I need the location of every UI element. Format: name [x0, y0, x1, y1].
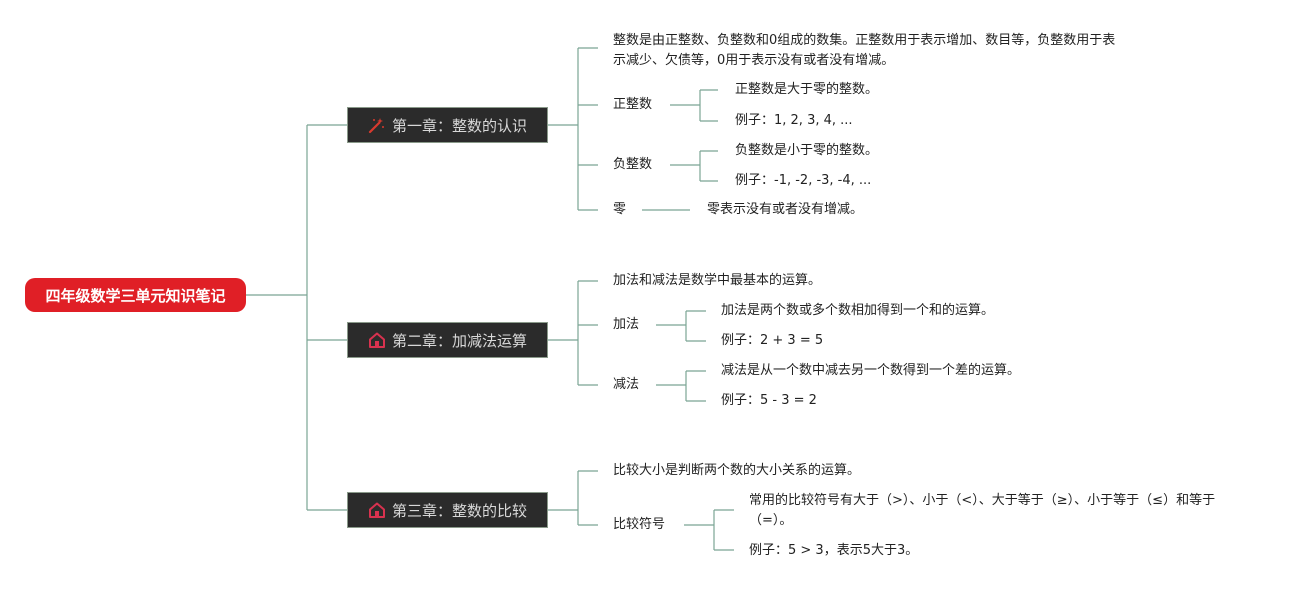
chapter-3-intro: 比较大小是判断两个数的大小关系的运算。: [613, 463, 861, 478]
leaf-text: 负整数是小于零的整数。: [735, 143, 879, 158]
magic-wand-icon: [368, 116, 386, 134]
topic-zero[interactable]: 零: [613, 202, 627, 217]
topic-subtraction[interactable]: 减法: [613, 377, 640, 392]
topic-negative-integer[interactable]: 负整数: [613, 157, 653, 172]
topic-comparison-symbols[interactable]: 比较符号: [613, 517, 666, 532]
chapter-3-node[interactable]: 第三章：整数的比较: [347, 492, 548, 528]
leaf-example: 例子：5 - 3 = 2: [721, 393, 817, 408]
chapter-1-node[interactable]: 第一章：整数的认识: [347, 107, 548, 143]
chapter-1-intro: 整数是由正整数、负整数和0组成的数集。正整数用于表示增加、数目等，负整数用于表示…: [613, 33, 1116, 68]
home-icon: [368, 331, 386, 349]
chapter-1-title: 第一章：整数的认识: [391, 116, 527, 135]
leaf-example: 例子：1, 2, 3, 4, ...: [735, 113, 853, 128]
topic-addition[interactable]: 加法: [613, 317, 640, 332]
leaf-text: 加法是两个数或多个数相加得到一个和的运算。: [721, 303, 995, 318]
leaf-text: 正整数是大于零的整数。: [735, 82, 879, 97]
leaf-example: 例子：5 > 3，表示5大于3。: [749, 543, 919, 558]
leaf-text: 常用的比较符号有大于（>）、小于（<）、大于等于（≥）、小于等于（≤）和等于（=…: [749, 493, 1216, 528]
leaf-text: 零表示没有或者没有增减。: [707, 202, 864, 217]
topic-positive-integer[interactable]: 正整数: [613, 97, 653, 112]
root-title: 四年级数学三单元知识笔记: [45, 286, 226, 305]
leaf-example: 例子：2 + 3 = 5: [721, 333, 824, 348]
chapter-3-title: 第三章：整数的比较: [391, 501, 527, 520]
chapter-2-node[interactable]: 第二章：加减法运算: [347, 322, 548, 358]
root-node[interactable]: 四年级数学三单元知识笔记: [25, 278, 246, 312]
leaf-example: 例子：-1, -2, -3, -4, ...: [735, 173, 872, 188]
chapter-2-title: 第二章：加减法运算: [391, 331, 527, 350]
home-icon: [368, 501, 386, 519]
chapter-2-intro: 加法和减法是数学中最基本的运算。: [613, 273, 822, 288]
leaf-text: 减法是从一个数中减去另一个数得到一个差的运算。: [721, 363, 1021, 378]
